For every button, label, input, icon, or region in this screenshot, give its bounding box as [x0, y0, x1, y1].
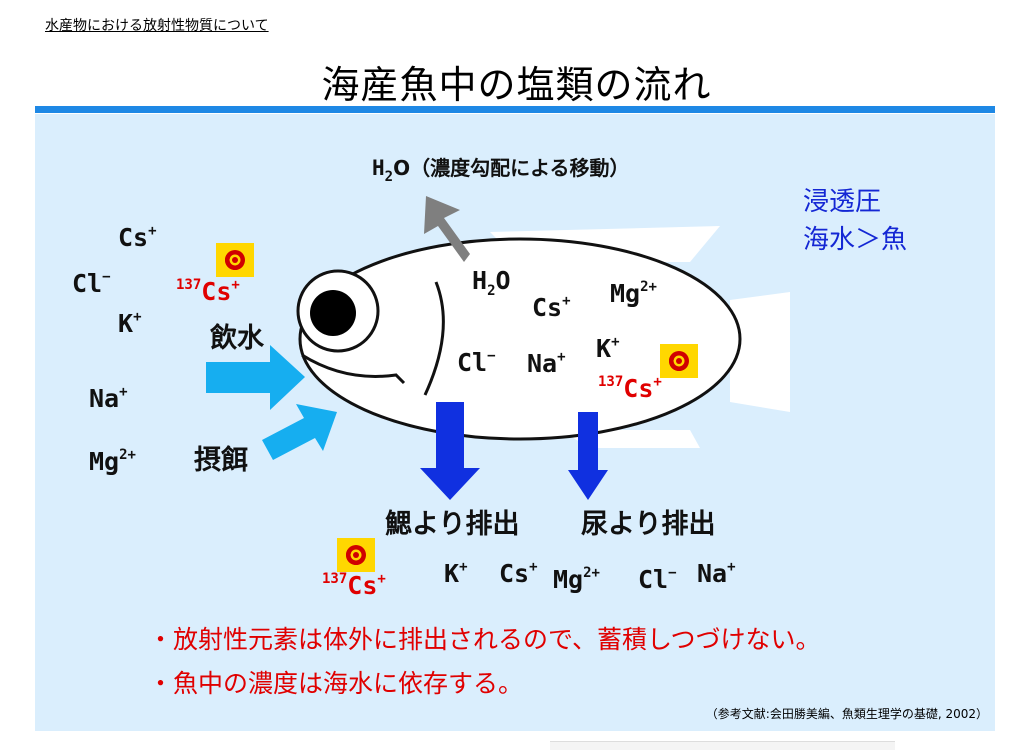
fish-na-ion: Na+	[527, 349, 566, 378]
fish-cl-ion: Cl−	[457, 348, 496, 377]
bottom-edge-strip	[550, 741, 895, 750]
excreted-cs137-ion: 137Cs+	[322, 571, 386, 600]
water-outflow-arrow	[424, 196, 470, 262]
seawater-mg-ion: Mg2+	[89, 447, 136, 476]
osmotic-pressure-label: 浸透圧 海水＞魚	[803, 187, 908, 255]
fish-tail	[730, 292, 790, 412]
water-outflow-label: H2O（濃度勾配による移動）	[372, 156, 630, 185]
fish-cs-ion: Cs+	[532, 293, 571, 322]
seawater-cs-ion: Cs+	[118, 223, 157, 252]
radiation-icon	[216, 243, 254, 277]
feeding-label: 摂餌	[194, 445, 248, 476]
seawater-cl-ion: Cl−	[72, 269, 111, 298]
fish-cs137-ion: 137Cs+	[598, 374, 662, 403]
fish-pupil	[310, 290, 356, 336]
drinking-arrow	[206, 345, 305, 410]
fish-mg-ion: Mg2+	[610, 279, 657, 308]
title-divider	[35, 106, 995, 113]
feeding-arrow	[262, 404, 337, 460]
gill-excretion-label: 鰓より排出	[385, 509, 520, 540]
reference-citation: （参考文献:会田勝美編、魚類生理学の基礎, 2002）	[705, 707, 988, 721]
fish-h2o: H2O	[472, 266, 511, 299]
excreted-cs-ion: Cs+	[499, 559, 538, 588]
urine-excretion-label: 尿より排出	[581, 509, 716, 540]
note-no-accumulation: ・放射性元素は体外に排出されるので、蓄積しつづけない。	[148, 625, 821, 654]
seawater-cs137-ion: 137Cs+	[176, 277, 240, 306]
note-seawater-dependence: ・魚中の濃度は海水に依存する。	[148, 669, 524, 698]
drinking-label: 飲水	[210, 323, 264, 354]
gill-line	[423, 281, 445, 396]
excreted-k-ion: K+	[444, 559, 468, 588]
mouth-line	[301, 353, 406, 385]
excreted-na-ion: Na+	[697, 559, 736, 588]
gill-excretion-arrow	[420, 402, 480, 500]
excreted-mg-ion: Mg2+	[553, 565, 600, 594]
radiation-icon	[337, 538, 375, 572]
radiation-icon	[660, 344, 698, 378]
urine-excretion-arrow	[568, 412, 608, 500]
page-title: 海産魚中の塩類の流れ	[321, 63, 712, 107]
fish-k-ion: K+	[596, 334, 620, 363]
fish-body	[298, 237, 742, 441]
excreted-cl-ion: Cl−	[638, 565, 677, 594]
seawater-na-ion: Na+	[89, 384, 128, 413]
seawater-k-ion: K+	[118, 309, 142, 338]
breadcrumb[interactable]: 水産物における放射性物質について	[45, 18, 269, 34]
